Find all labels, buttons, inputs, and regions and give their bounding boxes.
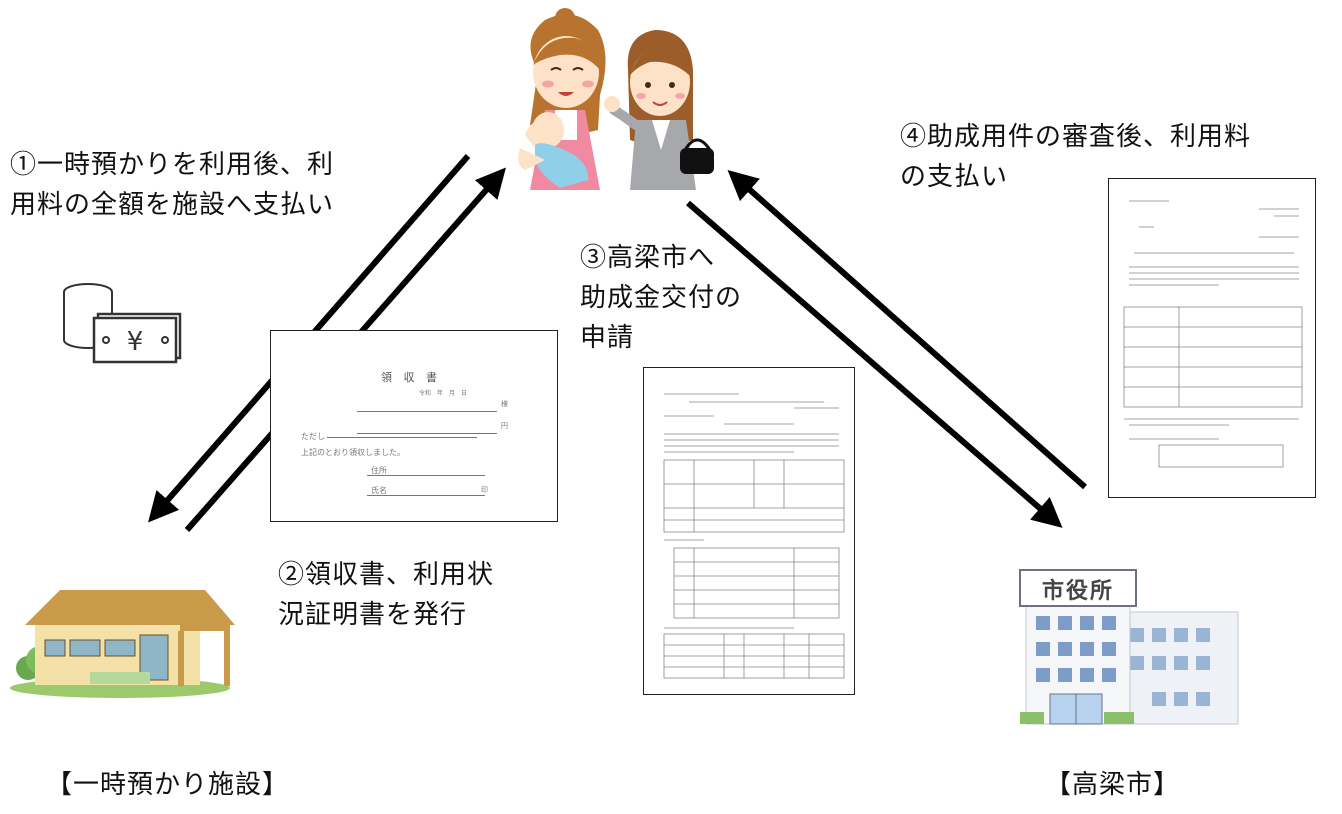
step4-label: ④助成用件の審査後、利用料 の支払い bbox=[900, 117, 1251, 197]
step4-line1: ④助成用件の審査後、利用料 bbox=[900, 122, 1252, 152]
receipt-addressee: 様 bbox=[501, 400, 508, 408]
receipt-title: 領 収 書 bbox=[381, 371, 441, 384]
receipt-address: 住所 bbox=[371, 466, 387, 475]
step1-label: ①一時預かりを利用後、利 用料の全額を施設へ支払い bbox=[10, 145, 334, 225]
step3-line2: 助成金交付の bbox=[580, 283, 743, 313]
step2-label: ②領収書、利用状 況証明書を発行 bbox=[278, 555, 494, 635]
receipt-document: 領 収 書 令和 年 月 日 様 円 ただし 上記のとおり領収しました。 住所 … bbox=[270, 330, 558, 522]
step2-line1: ②領収書、利用状 bbox=[278, 560, 495, 590]
svg-text:¥: ¥ bbox=[127, 327, 144, 357]
arrow-step4 bbox=[727, 170, 1087, 490]
arrow-step3 bbox=[686, 200, 1063, 528]
receipt-seal: 印 bbox=[481, 486, 488, 494]
receipt-statement: 上記のとおり領収しました。 bbox=[301, 448, 405, 457]
city-hall-sign: 市役所 bbox=[1041, 579, 1114, 604]
step3-line1: ③高梁市へ bbox=[580, 243, 716, 273]
banknote-icon: ¥ bbox=[92, 312, 182, 364]
receipt-amount: 円 bbox=[501, 422, 508, 430]
step2-line2: 況証明書を発行 bbox=[278, 600, 468, 630]
city-caption: 【高梁市】 bbox=[1045, 770, 1181, 800]
step3-line3: 申請 bbox=[580, 323, 635, 353]
approval-notice-document bbox=[1108, 178, 1316, 498]
receipt-note: ただし bbox=[301, 432, 325, 441]
woman-waving bbox=[604, 30, 714, 190]
step1-line2: 用料の全額を施設へ支払い bbox=[10, 190, 335, 220]
step3-label: ③高梁市へ 助成金交付の 申請 bbox=[580, 238, 742, 358]
step1-line1: ①一時預かりを利用後、利 bbox=[10, 150, 335, 180]
step4-line2: の支払い bbox=[900, 162, 1009, 192]
facility-caption: 【一時預かり施設】 bbox=[46, 770, 290, 800]
receipt-date: 令和 年 月 日 bbox=[419, 390, 468, 397]
application-form-document bbox=[643, 367, 855, 695]
receipt-name: 氏名 bbox=[371, 486, 387, 495]
mother-with-baby bbox=[518, 8, 606, 190]
